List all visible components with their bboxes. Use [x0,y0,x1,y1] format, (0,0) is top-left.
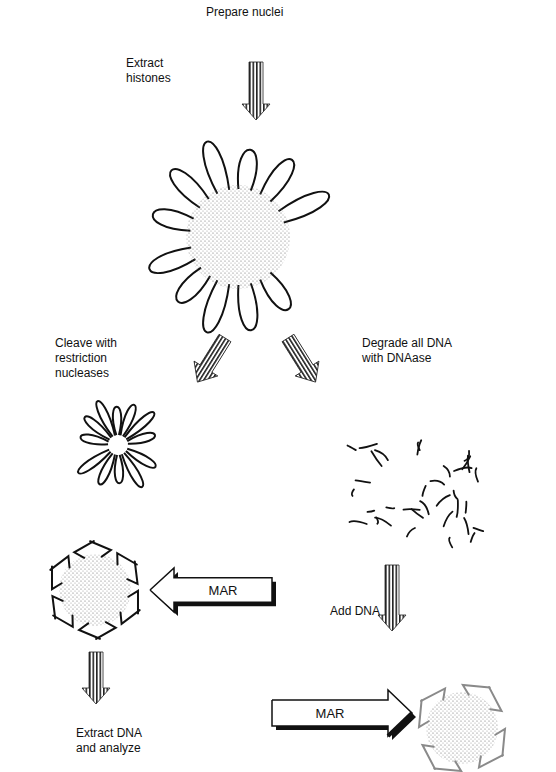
bound-fragment [117,553,137,564]
dna-fragment [375,518,391,526]
dna-fragment [417,440,421,454]
arrow-body [150,568,272,612]
bound-fragment [90,541,111,556]
bound-fragment [419,700,429,727]
bound-fragment [79,623,100,638]
arrow-body [272,690,412,736]
dna-fragment [475,468,478,481]
dna-loop [238,283,257,330]
dna-loop [122,453,143,487]
dna-fragment [356,480,371,482]
bound-fragment [96,622,116,639]
nuclear-matrix [186,185,290,289]
dna-fragment [444,512,453,527]
process-arrow [82,652,110,704]
bound-fragment [422,745,434,769]
dna-loop [113,407,121,435]
dna-loop [126,449,156,468]
dna-fragment [465,502,468,513]
dna-fragment [454,491,458,500]
dna-fragment [431,481,445,485]
bound-fragment [463,685,490,695]
process-arrow [276,331,327,390]
bound-fragment [50,556,69,570]
bound-fragment [495,729,505,756]
dna-fragment [407,528,415,536]
dna-fragment [464,518,468,534]
dna-loop [203,280,229,332]
dna-fragment [444,466,450,477]
process-arrow [242,62,270,120]
bound-fragment [53,615,73,626]
mar-arrow: MAR [272,690,412,736]
step-label: Add DNA [330,604,380,619]
process-arrow [186,331,237,390]
arrow-label: MAR [316,706,345,721]
step-label: Cleave with restriction nucleases [55,336,139,381]
bound-fragment [52,596,62,618]
nuclear-matrix [426,692,498,764]
process-arrow [378,565,406,631]
dna-fragment [457,500,458,517]
bound-fragment [479,755,503,767]
dna-loop [115,455,123,483]
dna-loop [203,141,229,193]
bound-fragment [52,567,62,590]
dna-fragment [368,511,375,512]
dna-fragment [473,528,483,531]
bound-fragment [74,541,94,558]
dna-fragment [449,538,452,548]
step-label: Prepare nuclei [206,5,283,20]
bound-fragment [120,610,139,624]
step-label: Extract DNA and analyze [76,726,160,756]
arrow-label: MAR [209,583,238,598]
dna-fragment [371,451,381,466]
arrow-tip [388,713,412,736]
dna-fragment [420,501,429,514]
dna-fragment [404,508,420,511]
dna-loop [127,433,155,444]
bound-fragment [489,687,501,711]
dna-fragment [348,446,356,451]
dna-fragment [349,521,366,524]
bound-fragment [127,561,137,583]
mar-arrow: MAR [150,568,272,612]
dna-fragment [352,489,354,496]
dna-loop [238,150,257,191]
dna-fragment [437,495,450,506]
dna-loop [78,450,111,474]
bound-fragment [421,688,445,700]
step-label: Degrade all DNA with DNAase [362,336,472,366]
dna-fragment [386,507,394,508]
bound-fragment [128,591,138,614]
dna-loop [98,453,115,484]
bound-fragment [434,761,461,771]
dna-fragment [422,486,425,496]
dna-fragment [376,517,378,523]
dna-fragment [360,444,377,448]
step-label: Extract histones [126,56,188,86]
dna-fragment [471,533,475,542]
dna-fragment [462,456,470,469]
